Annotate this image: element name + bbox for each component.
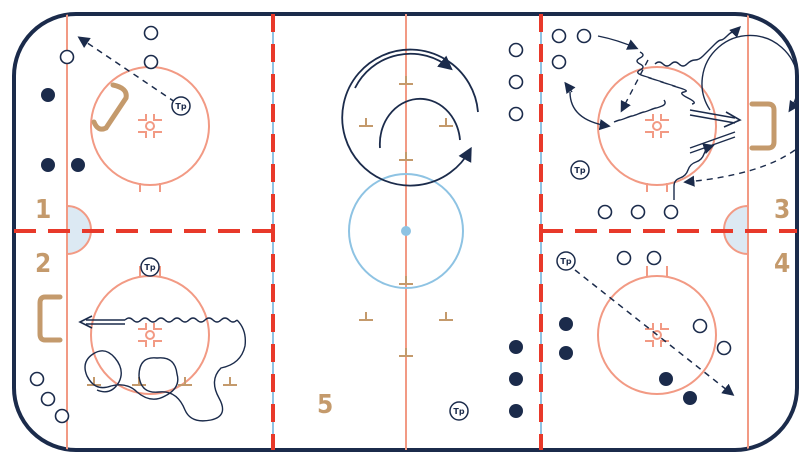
net-top-left bbox=[91, 82, 129, 132]
players-filled bbox=[41, 88, 697, 418]
skating-path-bottom-left bbox=[78, 315, 247, 422]
player-ring bbox=[40, 391, 56, 407]
tp-label: Tp bbox=[574, 166, 585, 175]
drill-paths-top-right bbox=[564, 26, 800, 200]
player-ring bbox=[551, 54, 567, 70]
player-ring bbox=[29, 371, 45, 387]
player-dot bbox=[559, 317, 573, 331]
bottom-left-markers bbox=[87, 377, 237, 386]
tp-label: Tp bbox=[560, 257, 571, 266]
tp-marker-center-bottom: Tp bbox=[449, 401, 469, 421]
player-ring bbox=[143, 54, 159, 70]
player-dot bbox=[509, 340, 523, 354]
net-bottom-left bbox=[37, 294, 63, 343]
player-ring bbox=[508, 42, 524, 58]
center-skating-loop bbox=[341, 48, 479, 187]
player-ring bbox=[616, 250, 632, 266]
coach-markers: Tp Tp Tp Tp Tp bbox=[140, 96, 590, 421]
player-dot bbox=[559, 346, 573, 360]
player-ring bbox=[663, 204, 679, 220]
player-dot bbox=[41, 88, 55, 102]
player-ring bbox=[576, 28, 592, 44]
center-faceoff-circle bbox=[348, 173, 464, 289]
player-dot bbox=[71, 158, 85, 172]
player-ring bbox=[597, 204, 613, 220]
player-dot bbox=[509, 404, 523, 418]
faceoff-circle-bottom-right bbox=[597, 266, 717, 395]
player-dot bbox=[509, 372, 523, 386]
zone-number-2: 2 bbox=[35, 249, 51, 279]
player-ring bbox=[716, 340, 732, 356]
player-ring bbox=[508, 106, 524, 122]
player-ring bbox=[143, 25, 159, 41]
player-ring bbox=[692, 318, 708, 334]
player-ring bbox=[551, 28, 567, 44]
pass-arrow-top-left bbox=[77, 36, 176, 103]
player-dot bbox=[683, 391, 697, 405]
center-faceoff-dot bbox=[401, 226, 411, 236]
pass-arrow-bottom-right bbox=[574, 269, 735, 396]
zone-number-3: 3 bbox=[774, 195, 790, 225]
tp-label: Tp bbox=[144, 263, 155, 272]
player-dot bbox=[41, 158, 55, 172]
faceoff-circle-top-right bbox=[597, 66, 717, 192]
zone-number-4: 4 bbox=[774, 249, 790, 279]
zone-number-1: 1 bbox=[35, 195, 51, 225]
tp-marker-right-middle: Tp bbox=[570, 160, 590, 180]
tp-label: Tp bbox=[175, 102, 186, 111]
player-ring bbox=[630, 204, 646, 220]
tp-marker-bottom-left: Tp bbox=[140, 257, 160, 277]
player-ring bbox=[646, 250, 662, 266]
zone-number-5: 5 bbox=[317, 390, 333, 420]
net-right bbox=[749, 101, 777, 151]
tp-marker-top-left: Tp bbox=[171, 96, 191, 116]
player-ring bbox=[59, 49, 75, 65]
players-open bbox=[29, 25, 732, 424]
tp-marker-right-bottom: Tp bbox=[556, 251, 576, 271]
player-dot bbox=[659, 372, 673, 386]
tp-label: Tp bbox=[453, 407, 464, 416]
neutral-zone-markers bbox=[359, 76, 453, 357]
player-ring bbox=[54, 408, 70, 424]
player-ring bbox=[508, 74, 524, 90]
